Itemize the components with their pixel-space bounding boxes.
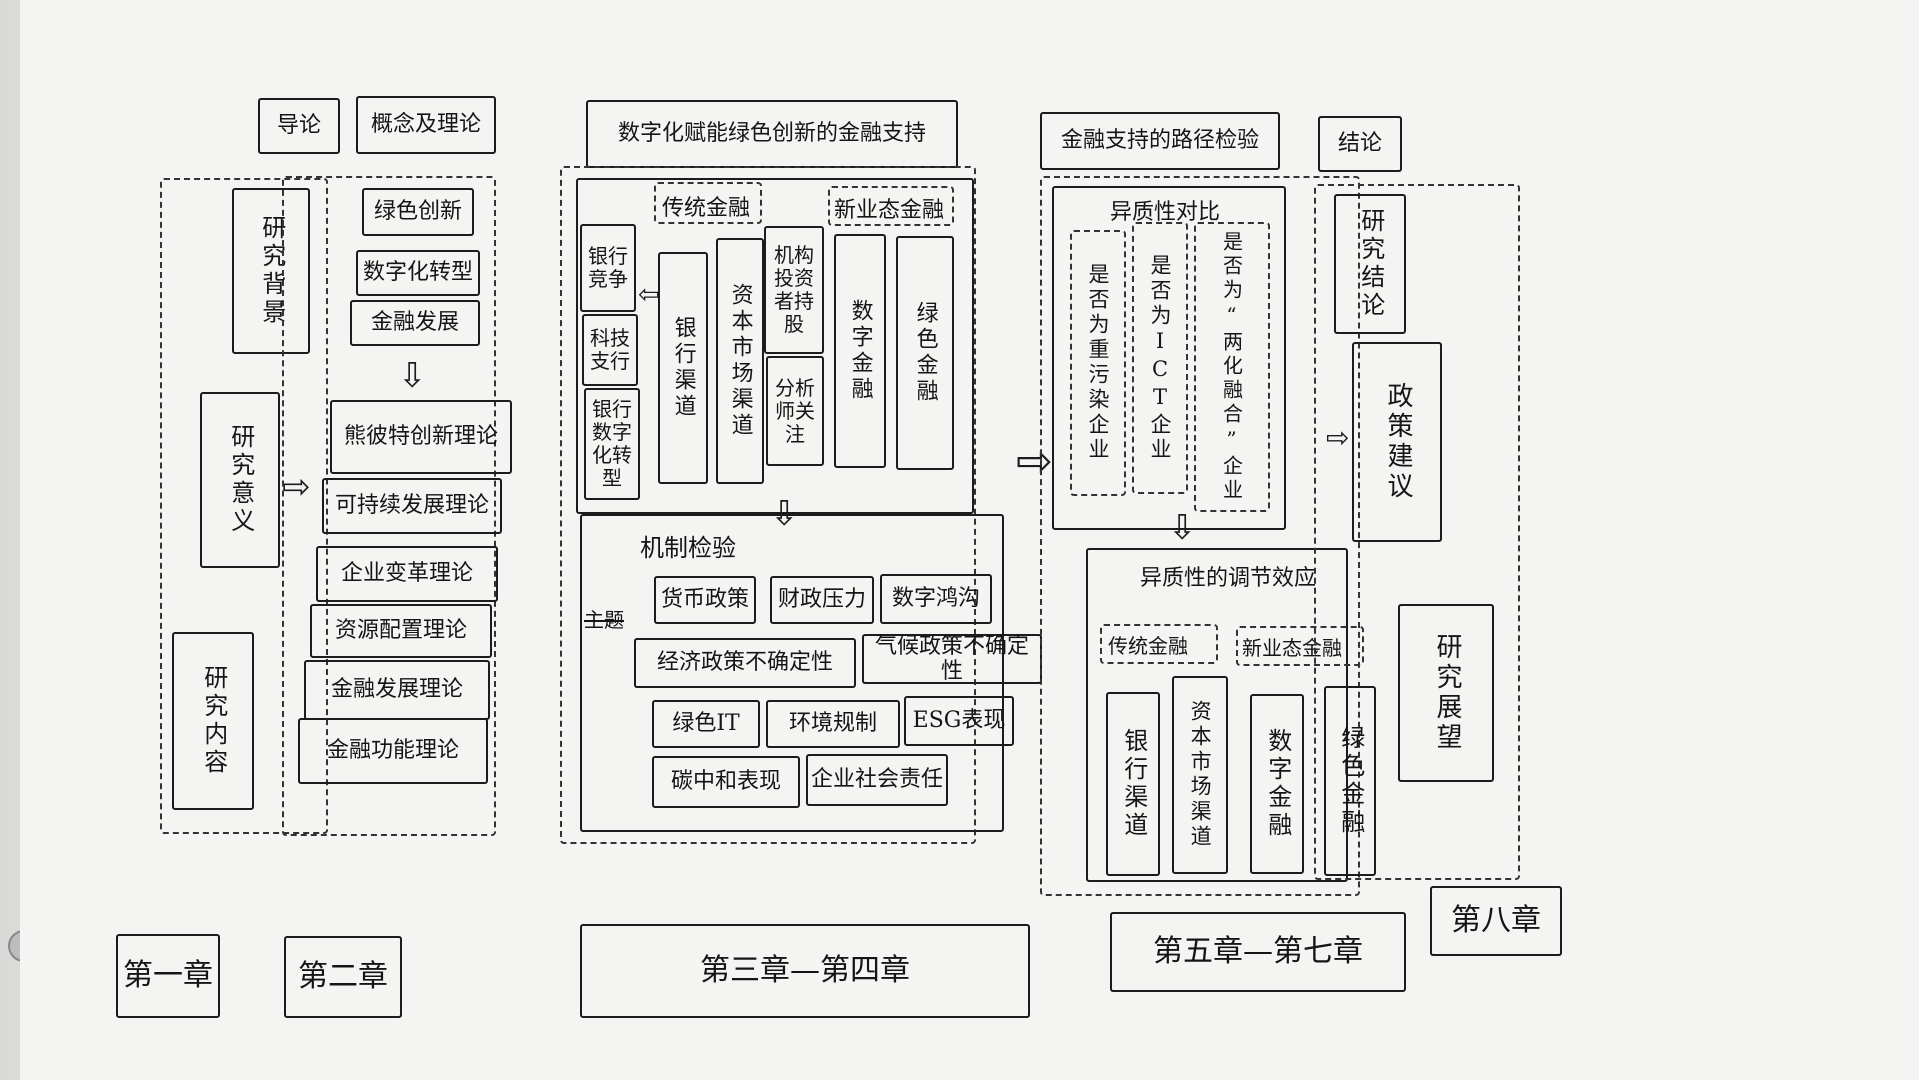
heterogeneity-title: 异质性对比 (1110, 200, 1221, 225)
economic-policy-uncertainty: 经济政策不确定性 (634, 638, 856, 688)
fiscal-pressure: 财政压力 (770, 576, 874, 624)
green-it: 绿色IT (652, 700, 760, 748)
chapter-2: 第二章 (284, 936, 402, 1018)
col1-dashed-frame (160, 178, 328, 834)
header-intro: 导论 (258, 98, 340, 154)
research-outlook: 研究展望 (1398, 604, 1494, 782)
integration-firm: 是否为“两化融合”企业 (1194, 222, 1270, 512)
analyst-attention: 分析师关注 (766, 356, 824, 466)
monetary-policy: 货币政策 (654, 576, 756, 624)
header-digital: 数字化赋能绿色创新的金融支持 (586, 100, 958, 168)
new-format-finance-label-frame (828, 186, 954, 226)
arrow-right-icon: ⇨ (282, 467, 311, 507)
traditional-finance-label-frame (654, 182, 762, 224)
moderation-panel (1086, 548, 1348, 882)
col4-traditional-label: 传统金融 (1108, 634, 1188, 658)
arrow-right-icon: ⇨ (1016, 436, 1053, 487)
ict-firm: 是否为ICT企业 (1132, 222, 1188, 494)
green-innovation: 绿色创新 (362, 188, 474, 236)
col4-new-format-frame (1236, 626, 1364, 666)
green-finance: 绿色金融 (896, 236, 954, 470)
mechanism-side-label: 主题 (584, 608, 624, 632)
bank-digitalization: 银行数字化转型 (584, 388, 640, 500)
institutional-investor: 机构投资者持股 (764, 226, 824, 354)
heterogeneity-panel (1052, 186, 1286, 530)
bank-channel: 银行渠道 (658, 252, 708, 484)
col3-dashed-frame (560, 166, 976, 844)
col4-digital-finance: 数字金融 (1250, 694, 1304, 874)
col4-capital-channel: 资本市场渠道 (1172, 676, 1228, 874)
arrow-right-icon: ⇨ (1326, 421, 1350, 454)
theory-enterprise-change: 企业变革理论 (316, 546, 498, 602)
arrow-down-icon: ⇨ (392, 360, 433, 390)
col4-bank-channel: 银行渠道 (1106, 692, 1160, 876)
arrow-down-icon: ⇨ (1162, 512, 1203, 542)
environmental-regulation: 环境规制 (766, 700, 900, 748)
moderation-title: 异质性的调节效应 (1140, 566, 1317, 591)
theory-sustainable: 可持续发展理论 (322, 478, 502, 534)
col4-traditional-frame (1100, 624, 1218, 664)
chapter-1: 第一章 (116, 934, 220, 1018)
carbon-neutral-performance: 碳中和表现 (652, 756, 800, 808)
theory-financial-development: 金融发展理论 (304, 660, 490, 720)
channels-panel (576, 178, 974, 514)
mechanism-title: 机制检验 (640, 534, 736, 562)
research-conclusion: 研究结论 (1334, 194, 1406, 334)
esg-performance: ESG表现 (904, 696, 1014, 746)
paper-sheet (20, 0, 1919, 1080)
header-concept: 概念及理论 (356, 96, 496, 154)
header-conclusion: 结论 (1318, 116, 1402, 172)
theory-resource-allocation: 资源配置理论 (310, 604, 492, 658)
col4-new-format-label: 新业态金融 (1242, 636, 1342, 660)
heavy-pollution-firm: 是否为重污染企业 (1070, 230, 1126, 496)
mechanism-panel (580, 514, 1004, 832)
theory-financial-function: 金融功能理论 (298, 718, 488, 784)
research-content: 研究内容 (172, 632, 254, 810)
chapter-5-7: 第五章—第七章 (1110, 912, 1406, 992)
research-significance: 研究意义 (200, 392, 280, 568)
col5-dashed-frame (1314, 184, 1520, 880)
capital-market-channel: 资本市场渠道 (716, 238, 764, 484)
tech-bank: 科技支行 (582, 314, 638, 386)
digital-transformation: 数字化转型 (356, 250, 480, 296)
col4-dashed-frame (1040, 176, 1360, 896)
bank-competition: 银行竞争 (580, 224, 636, 312)
chapter-3-4: 第三章—第四章 (580, 924, 1030, 1018)
financial-development: 金融发展 (350, 300, 480, 346)
policy-suggestion: 政策建议 (1352, 342, 1442, 542)
digital-finance: 数字金融 (834, 234, 886, 468)
col4-green-finance: 绿色金融 (1324, 686, 1376, 876)
research-background: 研究背景 (232, 188, 310, 354)
climate-policy-uncertainty: 气候政策不确定性 (862, 634, 1042, 684)
traditional-finance-label: 传统金融 (662, 196, 751, 221)
header-path: 金融支持的路径检验 (1040, 112, 1280, 170)
col2-dashed-frame (282, 176, 496, 836)
corporate-social-responsibility: 企业社会责任 (806, 754, 948, 806)
arrow-left-icon: ⇦ (638, 280, 660, 310)
digital-divide: 数字鸿沟 (880, 574, 992, 624)
theory-schumpeter: 熊彼特创新理论 (330, 400, 512, 474)
new-format-finance-label: 新业态金融 (834, 198, 945, 223)
chapter-8: 第八章 (1430, 886, 1562, 956)
